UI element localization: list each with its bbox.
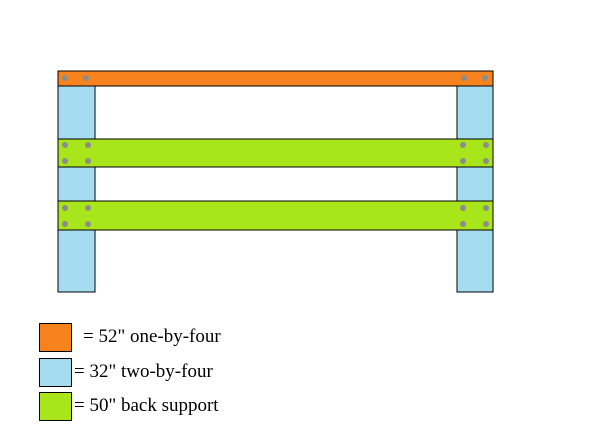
upper-board-screws	[62, 142, 489, 164]
screw	[62, 158, 68, 164]
right-two-by-four-leg	[456, 85, 494, 293]
lower-board-screws	[62, 205, 489, 227]
screw	[85, 158, 91, 164]
screw	[85, 142, 91, 148]
one-by-four-label: = 52" one-by-four	[83, 326, 221, 347]
screw	[483, 158, 489, 164]
screw	[62, 142, 68, 148]
screw	[483, 205, 489, 211]
screw	[460, 221, 466, 227]
screw	[62, 221, 68, 227]
back-support-swatch	[39, 392, 72, 421]
screw	[83, 75, 89, 81]
screw	[62, 75, 68, 81]
screw	[483, 221, 489, 227]
left-two-by-four-leg	[57, 85, 96, 293]
two-by-four-label: = 32" two-by-four	[74, 361, 213, 382]
screw	[85, 221, 91, 227]
screw	[460, 158, 466, 164]
screw	[482, 75, 488, 81]
screw	[460, 205, 466, 211]
back-support-label: = 50" back support	[74, 395, 219, 416]
one-by-four-swatch	[39, 323, 72, 352]
screw	[460, 142, 466, 148]
upper-back-support-board	[57, 138, 494, 168]
legend-item-back-support: = 50" back support	[39, 392, 279, 422]
legend-item-one-by-four: = 52" one-by-four	[39, 323, 279, 353]
screw	[483, 142, 489, 148]
screw	[62, 205, 68, 211]
screw	[85, 205, 91, 211]
lower-back-support-board	[57, 200, 494, 231]
top-one-by-four-rail	[57, 70, 494, 87]
top-rail-screws	[62, 75, 488, 81]
two-by-four-swatch	[39, 358, 72, 387]
screw	[461, 75, 467, 81]
legend-item-two-by-four: = 32" two-by-four	[39, 358, 279, 388]
